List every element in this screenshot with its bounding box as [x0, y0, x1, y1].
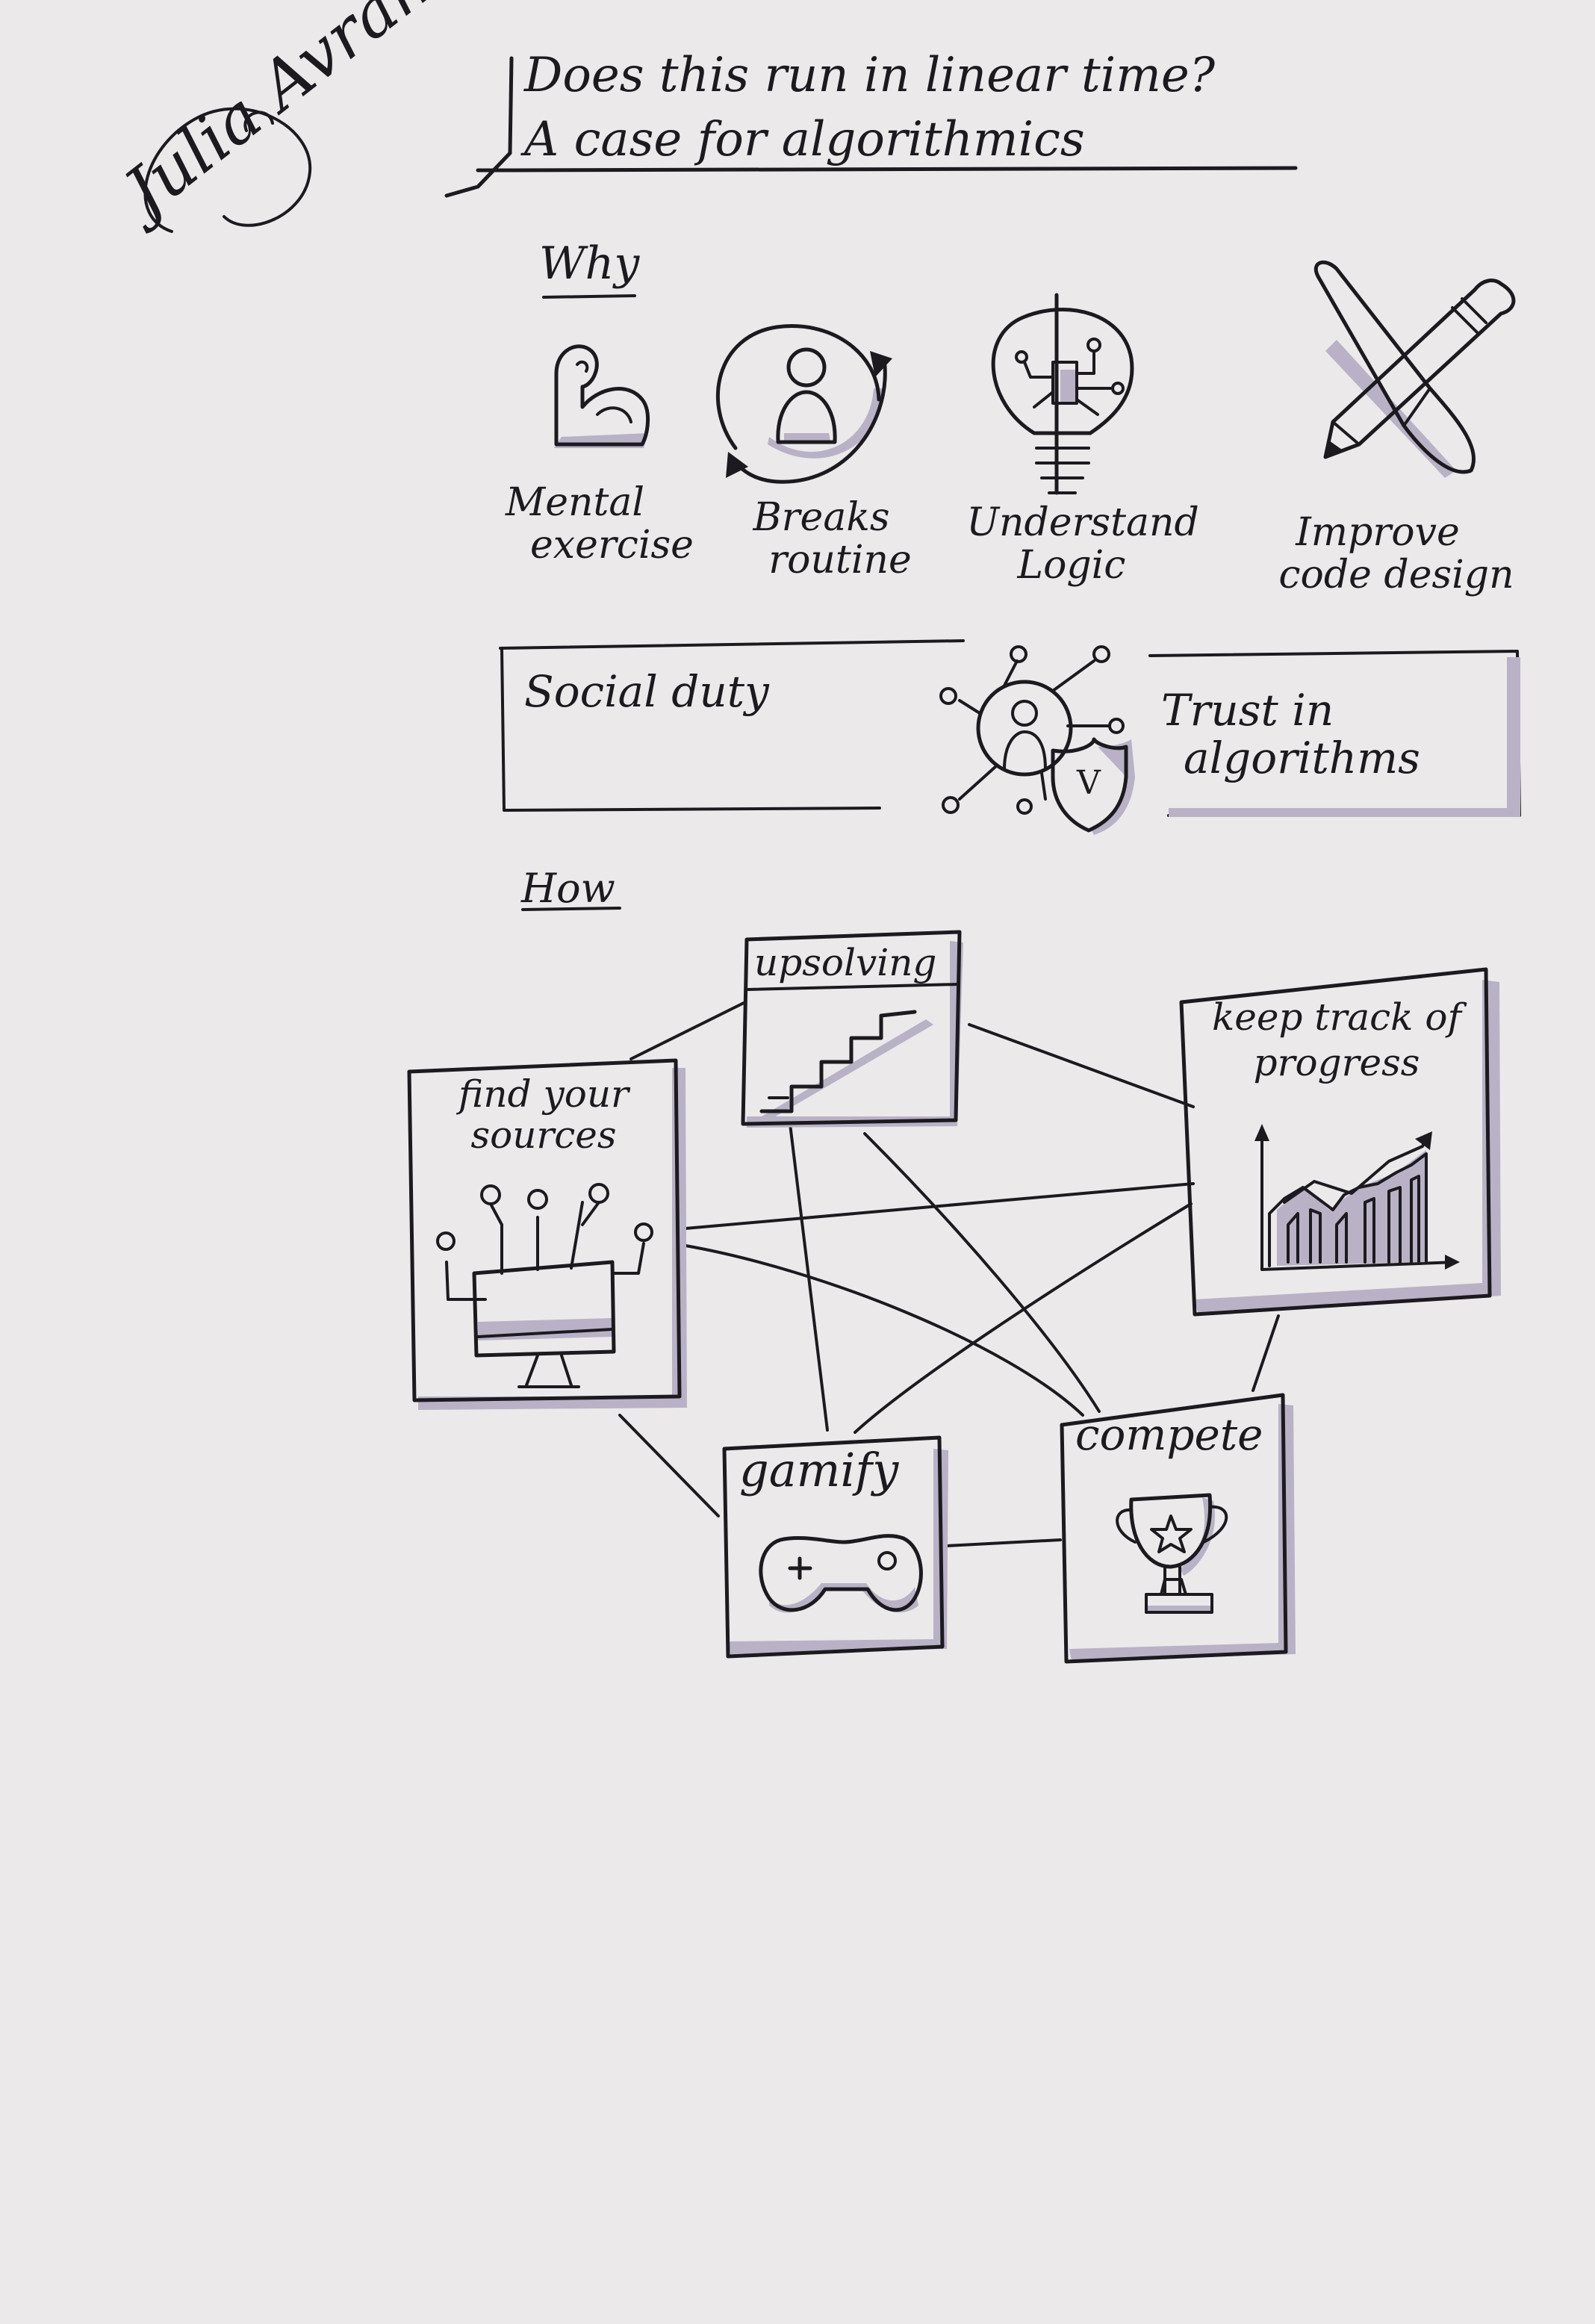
node-label-line: sources — [470, 1113, 617, 1157]
node-find-your-sources — [407, 1058, 687, 1410]
why-item-label: Logic — [1017, 543, 1126, 588]
trophy-icon — [1116, 1493, 1228, 1614]
title-line-2: A case for algorithmics — [524, 112, 1085, 167]
node-label-line: find your — [458, 1072, 629, 1116]
node-label-gamify: gamify — [739, 1443, 899, 1497]
why-item-label: routine — [768, 538, 912, 583]
trust-in-algorithms-label: Trust in algorithms — [1161, 685, 1420, 783]
node-keep-track-progress — [1179, 967, 1501, 1317]
node-compete — [1060, 1393, 1296, 1664]
pencil-brush-icon — [1313, 260, 1516, 478]
node-label-line: progress — [1253, 1041, 1420, 1084]
lightbulb-circuit-icon — [991, 293, 1134, 495]
why-item-label: Improve — [1296, 510, 1460, 555]
why-item-mental-exercise: Mental exercise — [478, 480, 694, 568]
node-upsolving — [741, 930, 963, 1128]
gamepad-icon — [759, 1534, 923, 1613]
how-heading: How — [521, 865, 615, 912]
node-gamify — [722, 1435, 948, 1659]
why-item-understand-logic: Understand Logic — [960, 500, 1206, 588]
bar-chart-icon — [1254, 1124, 1460, 1271]
social-trust-banner — [499, 639, 1521, 817]
trust-line-1: Trust in — [1161, 685, 1334, 736]
monitor-icon — [436, 1183, 653, 1388]
signature-flourish — [143, 107, 312, 233]
why-item-label: exercise — [530, 523, 694, 568]
why-heading: Why — [539, 237, 640, 290]
shield-letter: V — [1077, 764, 1101, 802]
why-underline — [542, 294, 636, 299]
title-line-1: Does this run in linear time? — [524, 48, 1216, 103]
why-item-breaks-routine: Breaks routine — [724, 495, 918, 583]
social-duty-label: Social duty — [524, 666, 769, 717]
why-item-label: Mental — [505, 480, 645, 525]
node-label-compete: compete — [1075, 1409, 1263, 1460]
how-underline — [521, 907, 621, 911]
network-shield-icon — [939, 645, 1135, 835]
flexed-arm-icon — [554, 344, 650, 448]
node-label-upsolving: upsolving — [754, 941, 937, 984]
why-item-label: code design — [1278, 553, 1514, 598]
stairs-icon — [759, 1010, 933, 1120]
why-item-improve-code-design: Improve code design — [1254, 510, 1538, 598]
node-label-keep-track: keep track of progress — [1191, 997, 1482, 1084]
person-cycle-icon — [716, 324, 892, 484]
how-connectors — [618, 1001, 1280, 1547]
why-item-label: Understand — [966, 500, 1199, 545]
why-item-label: Breaks — [753, 495, 890, 540]
node-label-find-sources: find your sources — [424, 1074, 663, 1156]
title-bracket — [444, 56, 1298, 198]
trust-line-2: algorithms — [1184, 732, 1420, 783]
node-label-line: keep track of — [1212, 995, 1461, 1039]
